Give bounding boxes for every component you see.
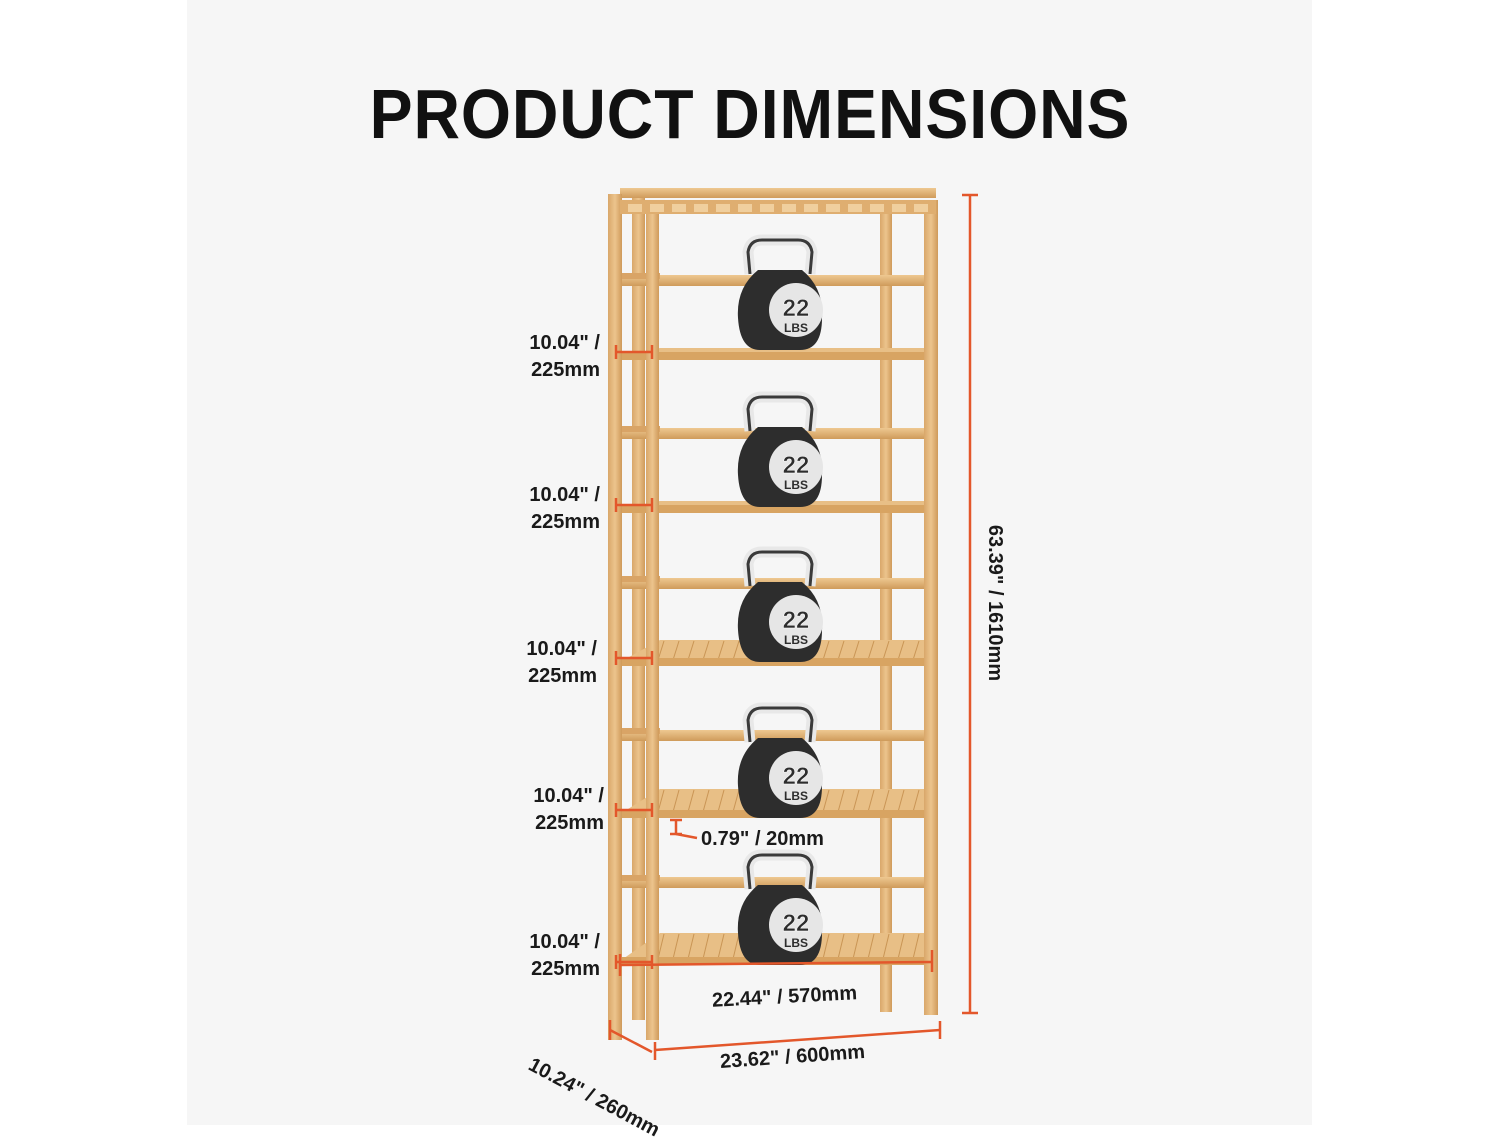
shelf-rail bbox=[620, 730, 932, 741]
kettlebell-weight: 22 bbox=[783, 910, 810, 937]
shelf-gap-markers bbox=[614, 345, 654, 969]
kettlebell-weight: 22 bbox=[783, 452, 810, 479]
height-label: 63.39" / 1610mm bbox=[984, 524, 1006, 682]
back-right-post bbox=[880, 212, 892, 1012]
page-title: PRODUCT DIMENSIONS bbox=[369, 75, 1131, 153]
front-left-post bbox=[608, 194, 622, 1040]
kettlebell-label-disk bbox=[769, 751, 823, 805]
dimension-lines bbox=[608, 193, 978, 1060]
shelf-front-edge bbox=[620, 352, 934, 360]
kettlebell-weight: 22 bbox=[783, 607, 810, 634]
slat-thickness-label: 0.79" / 20mm bbox=[701, 828, 824, 850]
kettlebell-unit: LBS bbox=[784, 789, 808, 803]
kettlebell-unit: LBS bbox=[784, 321, 808, 335]
kettlebell-label-disk bbox=[769, 283, 823, 337]
shelf-gap-label-2: 10.04" /225mm bbox=[529, 484, 600, 533]
outer-width-dimension-line bbox=[654, 1028, 941, 1052]
kettlebell-label-disk bbox=[769, 898, 823, 952]
inner-width-dimension-line bbox=[619, 960, 933, 967]
shelf-gap-label-1: 10.04" /225mm bbox=[529, 332, 600, 381]
top-shelf-slats bbox=[620, 200, 936, 214]
shelf-gap-label-4: 10.04" /225mm bbox=[533, 785, 604, 834]
kettlebell-weight: 22 bbox=[783, 295, 810, 322]
top-back-rail bbox=[620, 188, 936, 198]
depth-dimension-line bbox=[609, 1028, 653, 1054]
kettlebell-label-disk bbox=[769, 440, 823, 494]
back-left-post bbox=[632, 195, 645, 1020]
kettlebell-unit: LBS bbox=[784, 478, 808, 492]
kettlebell-label-disk bbox=[769, 595, 823, 649]
kettlebell-weight: 22 bbox=[783, 763, 810, 790]
shelf-gap-label-5: 10.04" /225mm bbox=[529, 931, 600, 980]
kettlebell-unit: LBS bbox=[784, 633, 808, 647]
shelf-rail bbox=[620, 877, 932, 888]
front-left-post-second bbox=[646, 214, 659, 1040]
front-right-post bbox=[924, 200, 938, 1015]
kettlebell-handle bbox=[742, 391, 818, 432]
kettlebell-handle bbox=[742, 234, 818, 275]
shelf-gap-label-3: 10.04" /225mm bbox=[526, 638, 597, 687]
shelf-front-edge bbox=[620, 505, 934, 513]
kettlebell-unit: LBS bbox=[784, 936, 808, 950]
